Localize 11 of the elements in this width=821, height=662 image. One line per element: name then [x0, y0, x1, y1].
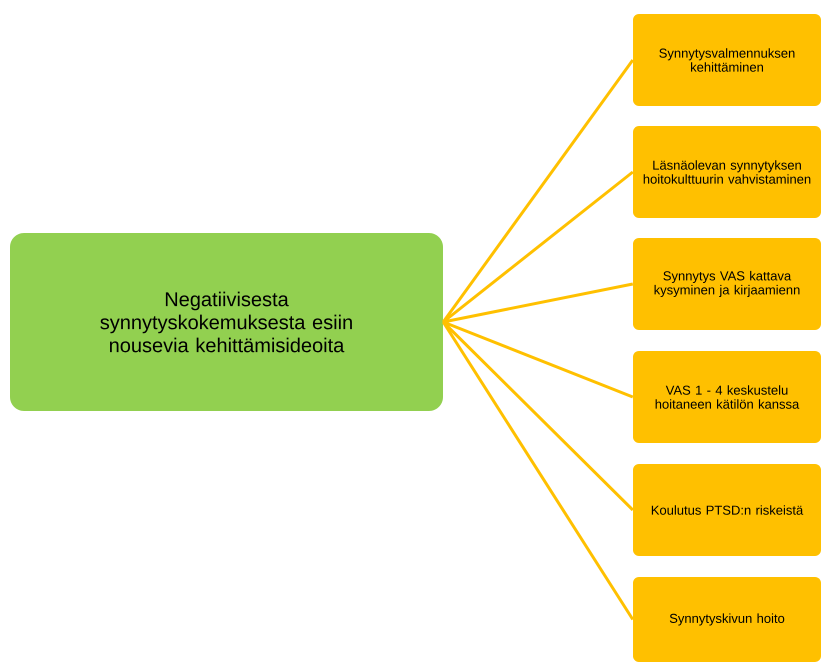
idea-box: VAS 1 - 4 keskustelu hoitaneen kätilön kanssa — [633, 351, 821, 443]
topic-box: Negatiivisesta synnytyskokemuksesta esiin nousevia kehittämisideoita — [10, 233, 443, 411]
idea-box: Synnytys VAS kattava kysyminen ja kirjaamienn — [633, 238, 821, 330]
connector-line — [442, 320, 634, 512]
idea-box: Synnytysvalmennuksen kehittäminen — [633, 14, 821, 106]
idea-box: Koulutus PTSD:n riskeistä — [633, 464, 821, 556]
connector-line — [442, 170, 634, 324]
connector-line — [442, 59, 634, 323]
idea-box: Synnytyskivun hoito — [633, 577, 821, 662]
idea-box: Läsnäolevan synnytyksen hoitokulttuurin vahvistaminen — [633, 126, 821, 218]
connector-line — [442, 321, 634, 620]
